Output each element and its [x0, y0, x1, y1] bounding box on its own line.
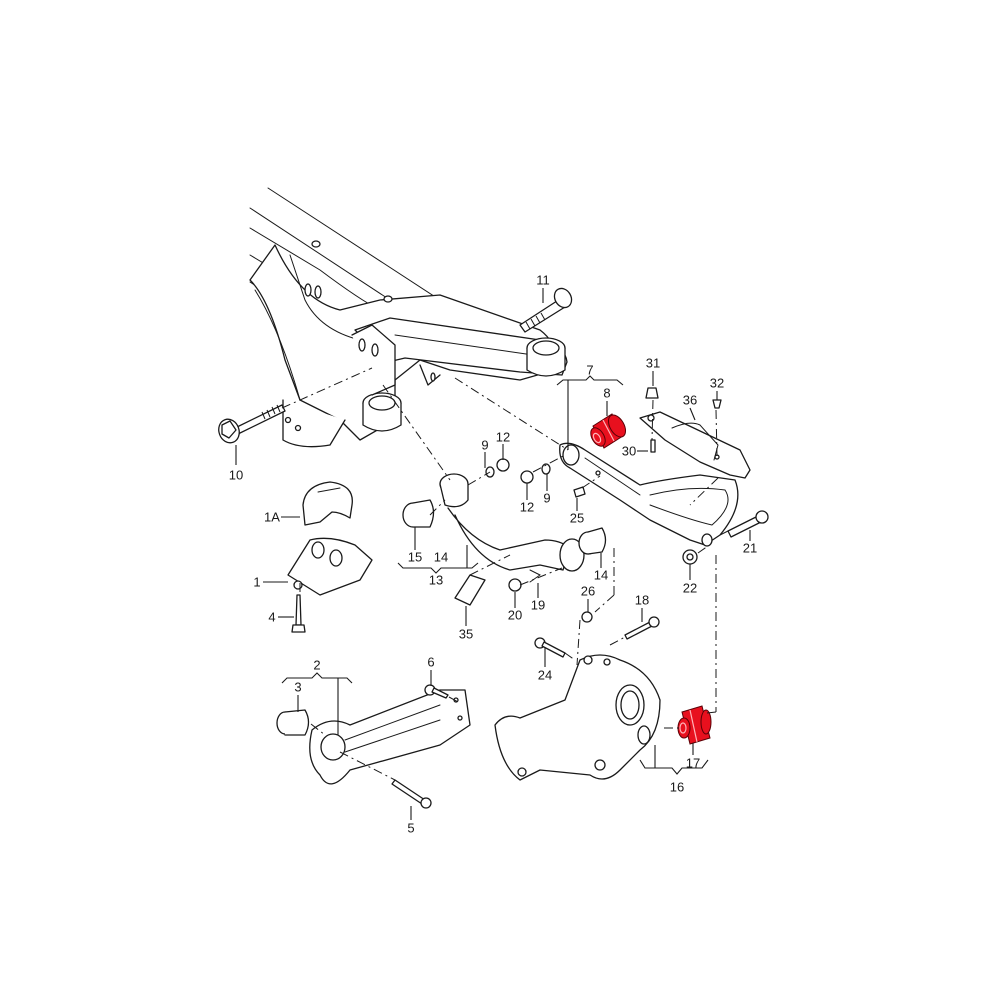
bolt-10 — [218, 404, 286, 444]
washers-nuts-group — [485, 458, 586, 498]
callout-12b[interactable]: 12 — [519, 499, 535, 515]
clip-32 — [712, 399, 722, 409]
callout-14a[interactable]: 14 — [433, 549, 449, 565]
callout-13[interactable]: 13 — [428, 572, 444, 588]
callout-21[interactable]: 21 — [742, 540, 758, 556]
callout-3[interactable]: 3 — [294, 679, 302, 695]
callout-24[interactable]: 24 — [537, 667, 553, 683]
callout-1[interactable]: 1 — [253, 574, 261, 590]
callout-26[interactable]: 26 — [580, 583, 596, 599]
callout-19[interactable]: 19 — [530, 597, 546, 613]
leader-lines — [235, 288, 751, 820]
clip-19 — [529, 569, 541, 583]
bolt-11 — [519, 287, 573, 333]
bolt-24 — [534, 637, 566, 658]
callout-22[interactable]: 22 — [682, 580, 698, 596]
bracket-36 — [639, 411, 751, 479]
screw-4 — [291, 594, 306, 633]
bracket-35 — [454, 574, 486, 606]
nut-20 — [508, 578, 522, 592]
nut-22 — [682, 549, 698, 565]
callout-5[interactable]: 5 — [407, 820, 415, 836]
mount-cap-1A — [302, 481, 353, 526]
wheel-carrier-16 — [494, 654, 661, 781]
screw-30 — [650, 439, 656, 453]
bushing-15 — [402, 499, 435, 528]
callout-12a[interactable]: 12 — [495, 429, 511, 445]
callout-18[interactable]: 18 — [634, 592, 650, 608]
callout-7[interactable]: 7 — [586, 362, 594, 378]
upper-link-13 — [439, 473, 585, 572]
callout-2[interactable]: 2 — [313, 657, 321, 673]
subframe — [249, 187, 568, 448]
callout-17[interactable]: 17 — [685, 755, 701, 771]
callout-35[interactable]: 35 — [458, 626, 474, 642]
callout-25[interactable]: 25 — [569, 510, 585, 526]
bushing-3 — [276, 709, 310, 736]
callout-20[interactable]: 20 — [507, 607, 523, 623]
callout-4[interactable]: 4 — [268, 609, 276, 625]
trailing-arm-2 — [309, 689, 471, 785]
bushing-17-highlighted — [677, 705, 712, 745]
callout-31[interactable]: 31 — [645, 355, 661, 371]
callout-32[interactable]: 32 — [709, 375, 725, 391]
callout-10[interactable]: 10 — [228, 467, 244, 483]
control-arm-7 — [559, 442, 739, 547]
nut-31 — [645, 387, 659, 399]
bolt-5 — [391, 779, 432, 809]
bushing-14 — [578, 527, 607, 555]
callout-16[interactable]: 16 — [669, 779, 685, 795]
callout-6[interactable]: 6 — [427, 654, 435, 670]
callout-36[interactable]: 36 — [682, 392, 698, 408]
callout-9b[interactable]: 9 — [543, 490, 551, 506]
callout-15[interactable]: 15 — [407, 549, 423, 565]
bolt-6 — [424, 684, 449, 699]
mount-1 — [287, 537, 373, 596]
bushing-8-highlighted — [590, 413, 627, 449]
clip-26 — [581, 611, 593, 623]
bolt-21 — [727, 510, 769, 538]
callout-9a[interactable]: 9 — [481, 437, 489, 453]
callout-30[interactable]: 30 — [621, 443, 637, 459]
callout-1A[interactable]: 1A — [264, 509, 280, 525]
callout-11[interactable]: 11 — [536, 272, 550, 288]
assembly-lines — [281, 367, 729, 781]
bolt-18 — [624, 616, 660, 640]
callout-8[interactable]: 8 — [603, 385, 611, 401]
callout-14b[interactable]: 14 — [593, 567, 609, 583]
